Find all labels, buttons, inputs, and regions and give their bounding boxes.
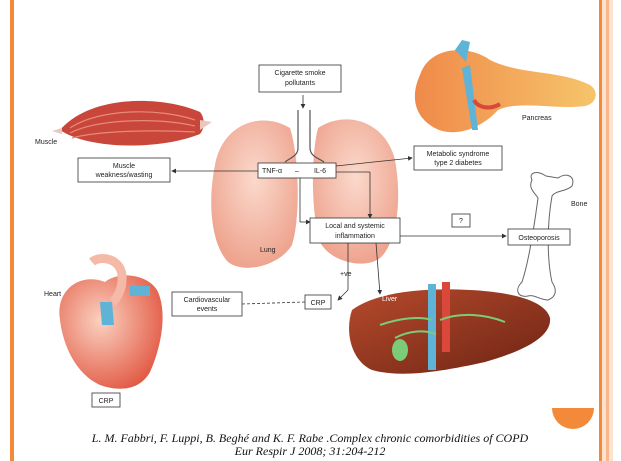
- citation: L. M. Fabbri, F. Luppi, B. Beghé and K. …: [20, 432, 600, 458]
- node-cardio-line2: events: [197, 306, 218, 313]
- node-inflammation-line2: inflammation: [335, 233, 375, 240]
- label-pancreas: Pancreas: [522, 115, 552, 122]
- label-ve: +ve: [340, 271, 352, 278]
- node-il6: IL-6: [314, 168, 326, 175]
- node-metabolic-line1: Metabolic syndrome: [427, 151, 490, 158]
- node-muscle-weakness-line1: Muscle: [113, 163, 135, 170]
- node-tnf: TNF-α: [262, 168, 282, 175]
- node-crp-mid: CRP: [305, 295, 331, 309]
- muscle-illustration: [52, 101, 212, 146]
- node-question: ?: [452, 214, 470, 227]
- node-crp-bottom-text: CRP: [99, 398, 114, 405]
- node-crp-bottom: CRP: [92, 393, 120, 407]
- label-lung: Lung: [260, 247, 276, 254]
- heart-illustration: [59, 258, 162, 388]
- node-cigarette-smoke-line2: pollutants: [285, 80, 315, 87]
- node-osteoporosis-text: Osteoporosis: [518, 235, 560, 242]
- node-metabolic-syndrome: Metabolic syndrome type 2 diabetes: [414, 146, 502, 170]
- node-osteoporosis: Osteoporosis: [508, 229, 570, 245]
- liver-illustration: [349, 282, 550, 374]
- node-cardiovascular: Cardiovascular events: [172, 292, 242, 316]
- node-tnf-il6: TNF-α – IL-6: [258, 163, 336, 178]
- pancreas-illustration: [415, 40, 596, 132]
- node-cigarette-smoke: Cigarette smoke pollutants: [259, 65, 341, 92]
- node-muscle-weakness: Muscle weakness/wasting: [78, 158, 170, 182]
- node-cigarette-smoke-line1: Cigarette smoke: [275, 70, 326, 77]
- label-liver: Liver: [382, 296, 398, 303]
- node-muscle-weakness-line2: weakness/wasting: [95, 172, 153, 179]
- node-crp-mid-text: CRP: [311, 300, 326, 307]
- node-question-text: ?: [459, 218, 463, 225]
- node-dash: –: [295, 168, 299, 175]
- node-inflammation-line1: Local and systemic: [325, 223, 385, 230]
- decorative-orange-semicircle: [552, 408, 594, 429]
- node-cardio-line1: Cardiovascular: [184, 297, 231, 304]
- label-heart: Heart: [44, 291, 61, 298]
- node-inflammation: Local and systemic inflammation: [310, 218, 400, 243]
- node-metabolic-line2: type 2 diabetes: [434, 160, 482, 167]
- citation-line2: Eur Respir J 2008; 31:204-212: [20, 445, 600, 458]
- label-muscle: Muscle: [35, 139, 57, 146]
- label-bone: Bone: [571, 201, 587, 208]
